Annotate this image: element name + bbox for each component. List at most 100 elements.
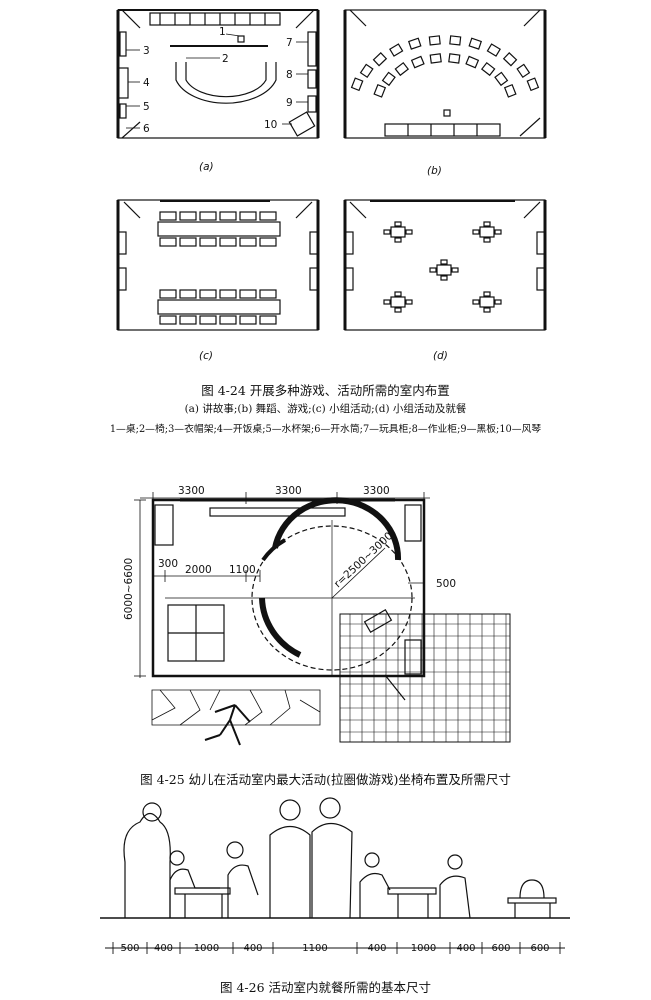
panel-letter-a: (a) <box>199 161 214 173</box>
desk-row <box>157 299 281 315</box>
chair <box>429 53 442 64</box>
chair <box>219 289 237 299</box>
chair <box>394 237 402 243</box>
chair <box>389 43 404 57</box>
label-a-4: 4 <box>143 77 150 89</box>
chair <box>394 221 402 227</box>
dining-table <box>479 296 495 308</box>
plan-c <box>116 199 320 331</box>
dim-label-7: 400 <box>456 943 475 954</box>
arc-chairs <box>350 35 540 98</box>
chair <box>494 229 502 235</box>
dim-top-2: 3300 <box>275 485 302 497</box>
chair <box>449 35 462 46</box>
chair <box>159 289 177 299</box>
chair <box>219 211 237 221</box>
label-a-1: 1 <box>219 26 226 38</box>
label-a-9: 9 <box>286 97 293 109</box>
dim-2000: 2000 <box>185 564 212 576</box>
chair <box>159 211 177 221</box>
label-a-3: 3 <box>143 45 150 57</box>
label-a-8: 8 <box>286 69 293 81</box>
desk-groups <box>157 211 281 325</box>
chair <box>159 315 177 325</box>
chair <box>494 299 502 305</box>
chair <box>451 267 459 273</box>
chair <box>394 291 402 297</box>
dim-radius: r=2500~3000 <box>332 530 395 590</box>
chair <box>199 211 217 221</box>
chair <box>429 267 437 273</box>
dining-table <box>390 296 406 308</box>
chair <box>239 289 257 299</box>
chair <box>440 275 448 281</box>
chair <box>373 83 387 98</box>
label-a-7: 7 <box>286 37 293 49</box>
dim-label-3: 400 <box>243 943 262 954</box>
dining-table <box>390 226 406 238</box>
dining-table <box>436 264 452 276</box>
chair <box>526 77 540 92</box>
figure-4-24-subtitle: (a) 讲故事;(b) 舞蹈、游戏;(c) 小组活动;(d) 小组活动及就餐 <box>184 403 467 415</box>
chair <box>483 307 491 313</box>
chair <box>494 71 509 87</box>
chair <box>503 83 517 98</box>
figure-4-25-title: 图 4-25 幼儿在活动室内最大活动(拉圈做游戏)坐椅布置及所需尺寸 <box>140 772 511 787</box>
dimension-ticks <box>112 942 561 954</box>
chair <box>179 315 197 325</box>
dim-label-9: 600 <box>530 943 549 954</box>
chair <box>381 71 396 87</box>
chair <box>480 61 496 77</box>
dim-top-1: 3300 <box>178 485 205 497</box>
chair <box>394 61 410 77</box>
chair <box>219 237 237 247</box>
chair <box>483 221 491 227</box>
chair <box>516 63 531 79</box>
plan-a <box>116 9 320 139</box>
figure-4-26-title: 图 4-26 活动室内就餐所需的基本尺寸 <box>219 980 432 995</box>
label-a-10: 10 <box>264 119 277 131</box>
label-a-6: 6 <box>143 123 150 135</box>
chair <box>239 315 257 325</box>
chair <box>410 55 425 69</box>
panel-letter-b: (b) <box>427 165 442 177</box>
chair <box>448 53 461 64</box>
figure-4-24-title: 图 4-24 开展多种游戏、活动所需的室内布置 <box>201 383 450 398</box>
chair <box>483 237 491 243</box>
chair <box>199 289 217 299</box>
chair <box>259 211 277 221</box>
chair <box>483 291 491 297</box>
desk-row <box>157 221 281 237</box>
chair <box>259 237 277 247</box>
chair <box>472 229 480 235</box>
chair <box>259 289 277 299</box>
chair <box>239 211 257 221</box>
chair <box>465 55 480 69</box>
chair <box>440 259 448 265</box>
label-a-2: 2 <box>222 53 229 65</box>
chair <box>199 315 217 325</box>
chair <box>219 315 237 325</box>
chair <box>239 237 257 247</box>
chair <box>179 211 197 221</box>
dim-1100: 1100 <box>229 564 256 576</box>
chair <box>179 289 197 299</box>
plan-d <box>343 199 547 331</box>
dim-label-4: 1100 <box>302 943 327 954</box>
chair <box>199 237 217 247</box>
dim-label-5: 400 <box>367 943 386 954</box>
dining-table <box>479 226 495 238</box>
dim-label-0: 500 <box>120 943 139 954</box>
dim-label-8: 600 <box>491 943 510 954</box>
dim-500: 500 <box>436 578 456 590</box>
chair <box>428 35 441 46</box>
plan-b <box>343 9 547 139</box>
chair <box>486 43 501 57</box>
chair <box>502 52 518 67</box>
chair <box>383 299 391 305</box>
dim-label-1: 400 <box>154 943 173 954</box>
panel-letter-d: (d) <box>433 350 448 362</box>
panel-letter-c: (c) <box>199 350 213 362</box>
chair <box>472 299 480 305</box>
